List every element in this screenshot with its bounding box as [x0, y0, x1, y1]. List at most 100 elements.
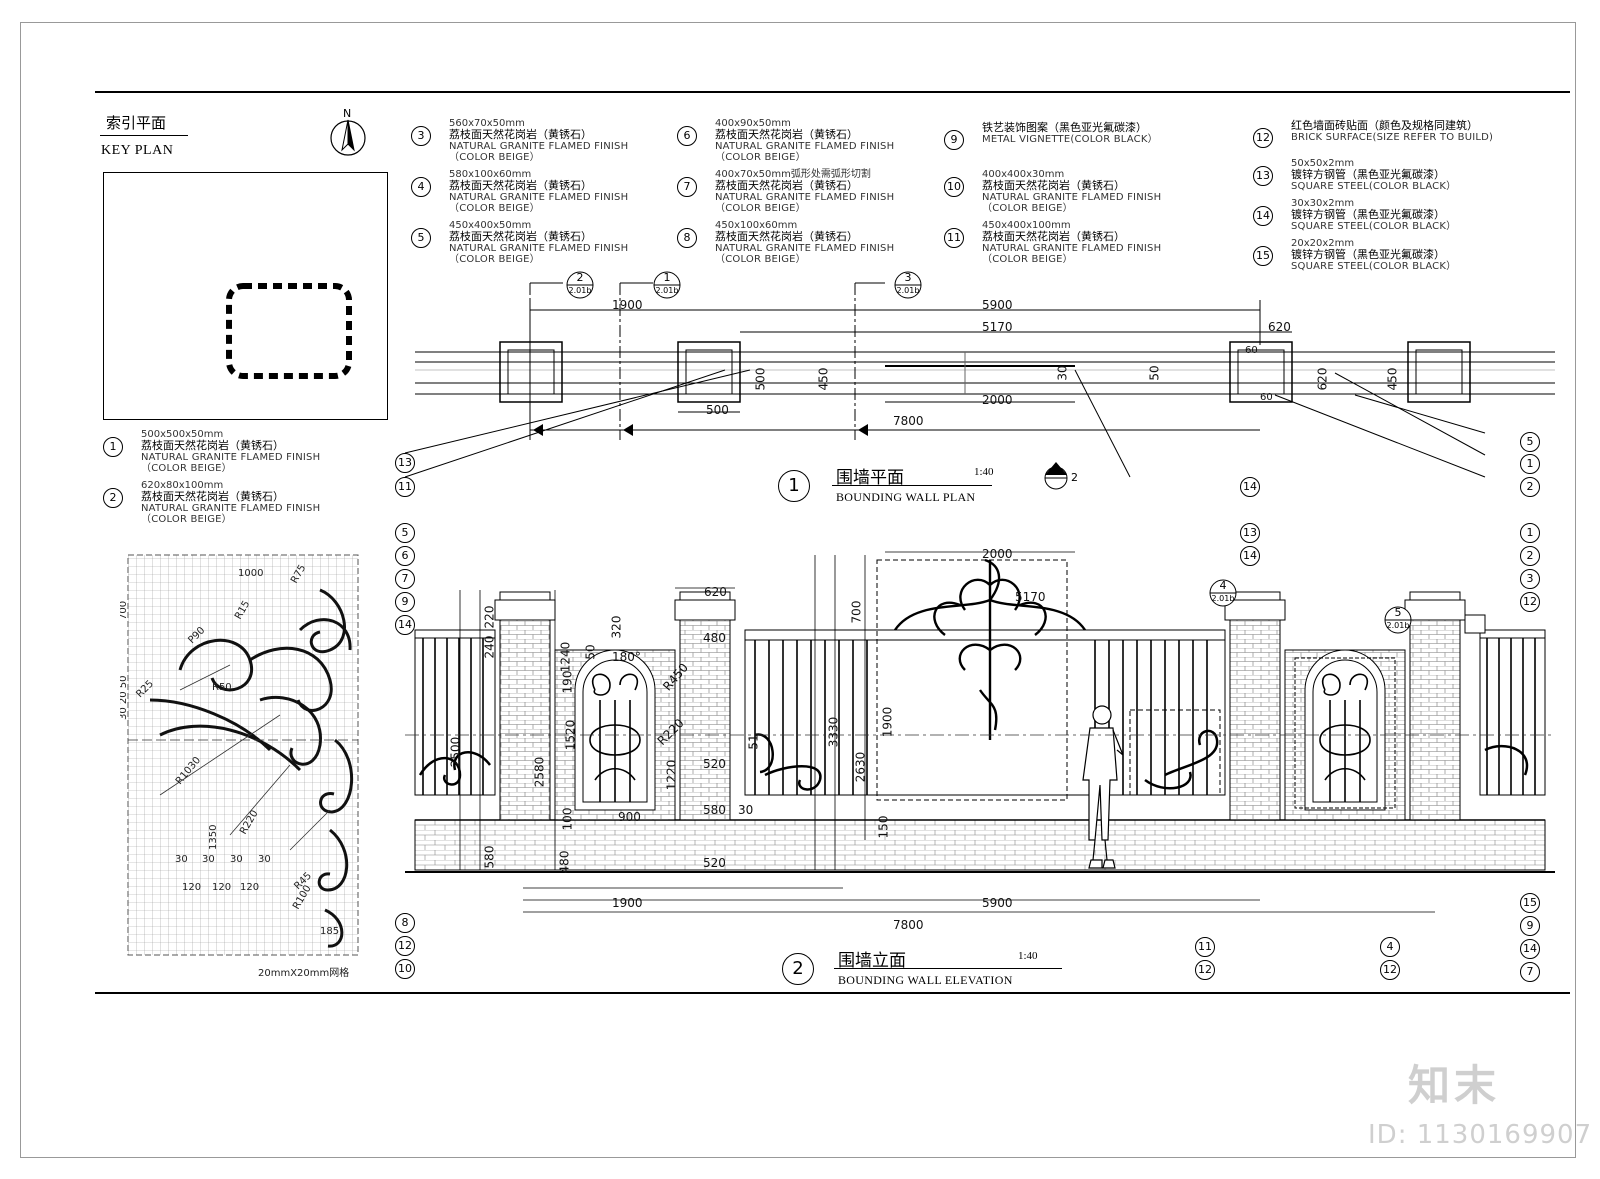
elev-dim-51: 51 — [746, 734, 761, 750]
note-color: （COLOR BEIGE） — [449, 203, 540, 214]
callout-number: 2 — [1520, 477, 1540, 497]
elev-dim-700: 700 — [849, 600, 864, 624]
svg-text:120: 120 — [182, 882, 201, 893]
svg-text:120: 120 — [212, 882, 231, 893]
elev-dim-2630: 2630 — [853, 751, 868, 783]
elev-dim-180: 180° — [612, 650, 641, 664]
svg-text:30 20 50: 30 20 50 — [120, 675, 129, 720]
top-rule — [95, 91, 1570, 93]
note-color: （COLOR BEIGE） — [715, 203, 806, 214]
plan-dim-5170: 5170 — [982, 320, 1013, 334]
drawing-frame — [20, 22, 1576, 1158]
note-body: 400x70x50mm弧形处需弧形切割荔枝面天然花岗岩（黄锈石）NATURAL … — [715, 169, 894, 214]
note-material-en: SQUARE STEEL(COLOR BLACK） — [1291, 261, 1457, 272]
callout-number: 13 — [395, 453, 415, 473]
elev-dim-220: 220 — [482, 605, 497, 629]
elev-dim-5170: 5170 — [1015, 590, 1046, 604]
note-material-en: NATURAL GRANITE FLAMED FINISH — [141, 452, 321, 463]
note-material-en: NATURAL GRANITE FLAMED FINISH — [982, 192, 1162, 203]
note-size: 30x30x2mm — [1291, 198, 1355, 209]
note-number: 11 — [944, 228, 964, 248]
note-material-zh: 荔枝面天然花岗岩（黄锈石） — [449, 179, 592, 192]
plan-dim-60b: 60 — [1260, 392, 1273, 403]
callout-number: 12 — [1195, 960, 1215, 980]
note-color: （COLOR BEIGE） — [982, 254, 1073, 265]
elev-dim-580: 580 — [703, 803, 726, 817]
image-id: ID: 1130169907 — [1368, 1120, 1593, 1150]
elev-dim-190: 190 — [560, 670, 575, 694]
note-material-zh: 镀锌方钢管（黑色亚光氟碳漆） — [1291, 248, 1445, 261]
note-size: 400x70x50mm弧形处需弧形切割 — [715, 169, 871, 180]
note-size: 450x100x60mm — [715, 220, 798, 231]
section-tag-num: 4 — [1219, 579, 1227, 592]
plan-elevation-marker-num: 2 — [1071, 471, 1078, 484]
note-number: 10 — [944, 177, 964, 197]
elev-dim-1900h: 1900 — [612, 896, 643, 910]
svg-text:30: 30 — [258, 854, 271, 865]
note-material-zh: 荔枝面天然花岗岩（黄锈石） — [715, 230, 858, 243]
elev-dim-1900v: 1900 — [880, 706, 895, 738]
note-color: （COLOR BEIGE） — [715, 152, 806, 163]
plan-title-underline — [832, 485, 992, 486]
grid-detail-svg: 1000 700 R75 R15 P90 R25 R50 R1030 R220 … — [118, 554, 359, 956]
section-tag-ref: 2.01b — [568, 286, 592, 295]
note-size: 450x400x100mm — [982, 220, 1071, 231]
note-size: 450x400x50mm — [449, 220, 532, 231]
note-material-zh: 荔枝面天然花岗岩（黄锈石） — [715, 128, 858, 141]
elev-dim-520a: 520 — [703, 757, 726, 771]
note-size: 400x400x30mm — [982, 169, 1065, 180]
plan-scale: 1:40 — [974, 466, 994, 478]
note-material-zh: 镀锌方钢管（黑色亚光氟碳漆） — [1291, 168, 1445, 181]
callout-number: 3 — [1520, 569, 1540, 589]
plan-dim-450a: 450 — [816, 367, 831, 391]
section-tag-num: 3 — [904, 271, 912, 284]
plan-dim-5900: 5900 — [982, 298, 1013, 312]
callout-number: 14 — [1240, 477, 1260, 497]
elev-dim-50: 50 — [583, 644, 598, 660]
note-number: 14 — [1253, 206, 1273, 226]
key-plan-title-zh: 索引平面 — [106, 114, 167, 132]
note-body: 红色墙面砖贴面（颜色及规格同建筑）BRICK SURFACE(SIZE REFE… — [1291, 120, 1493, 144]
note-number: 4 — [411, 177, 431, 197]
section-tag-ref: 2.01b — [1211, 594, 1235, 603]
elevation-title-zh: 围墙立面 — [838, 951, 906, 971]
callout-number: 4 — [1380, 937, 1400, 957]
plan-title-zh: 围墙平面 — [836, 468, 904, 488]
note-material-en: SQUARE STEEL(COLOR BLACK） — [1291, 221, 1457, 232]
elev-dim-150: 150 — [876, 815, 891, 839]
callout-number: 7 — [1520, 962, 1540, 982]
note-size: 50x50x2mm — [1291, 158, 1355, 169]
note-number: 6 — [677, 126, 697, 146]
section-tag-num: 5 — [1394, 606, 1402, 619]
svg-text:185: 185 — [320, 926, 339, 937]
callout-number: 13 — [1240, 523, 1260, 543]
section-tag-num: 2 — [576, 271, 584, 284]
svg-text:120: 120 — [240, 882, 259, 893]
plan-dim-620b: 620 — [1315, 367, 1330, 391]
note-material-zh: 荔枝面天然花岗岩（黄锈石） — [449, 128, 592, 141]
plan-dim-500b: 500 — [706, 403, 729, 417]
callout-number: 6 — [395, 546, 415, 566]
section-tag: 4 2.01b — [1208, 578, 1238, 608]
note-color: （COLOR BEIGE） — [449, 254, 540, 265]
callout-number: 10 — [395, 959, 415, 979]
callout-number: 14 — [1520, 939, 1540, 959]
callout-number: 12 — [1380, 960, 1400, 980]
elevation-title-underline — [834, 968, 1062, 969]
callout-number: 8 — [395, 913, 415, 933]
wall-elevation-drawing — [405, 540, 1570, 940]
elevation-scale: 1:40 — [1018, 950, 1038, 962]
note-number: 7 — [677, 177, 697, 197]
section-tag: 2 2.01b — [565, 270, 595, 300]
note-size: 580x100x60mm — [449, 169, 532, 180]
elev-dim-2500: 2500 — [448, 736, 463, 768]
wall-plan-drawing — [395, 270, 1575, 500]
elev-dim-2580: 2580 — [532, 756, 547, 788]
callout-number: 9 — [1520, 916, 1540, 936]
elev-dim-240: 240 — [482, 635, 497, 659]
